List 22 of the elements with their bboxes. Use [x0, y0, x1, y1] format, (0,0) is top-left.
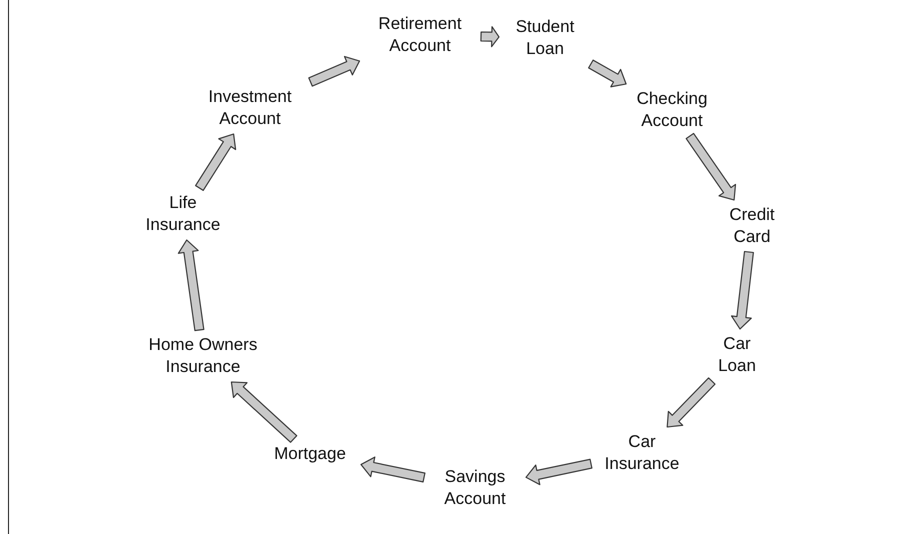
node-label: Mortgage — [273, 443, 347, 465]
block-arrow — [666, 377, 716, 428]
block-arrow — [588, 60, 627, 88]
block-arrow — [480, 26, 500, 48]
node-label: Savings Account — [443, 466, 507, 510]
node-label: Checking Account — [636, 88, 708, 132]
node-label: Investment Account — [207, 86, 293, 130]
block-arrow — [686, 132, 736, 201]
block-arrow — [360, 456, 426, 482]
block-arrow — [195, 133, 236, 191]
block-arrow — [178, 239, 204, 332]
block-arrow — [230, 381, 298, 443]
block-arrow — [730, 250, 754, 330]
block-arrow — [308, 56, 360, 87]
node-label: Retirement Account — [377, 13, 463, 57]
block-arrow — [525, 458, 592, 486]
node-label: Student Loan — [514, 16, 576, 60]
node-label: Home Owners Insurance — [148, 334, 258, 378]
node-label: Car Insurance — [604, 431, 680, 475]
node-label: Car Loan — [717, 333, 757, 377]
node-label: Life Insurance — [144, 192, 222, 236]
node-label: Credit Card — [728, 204, 776, 248]
